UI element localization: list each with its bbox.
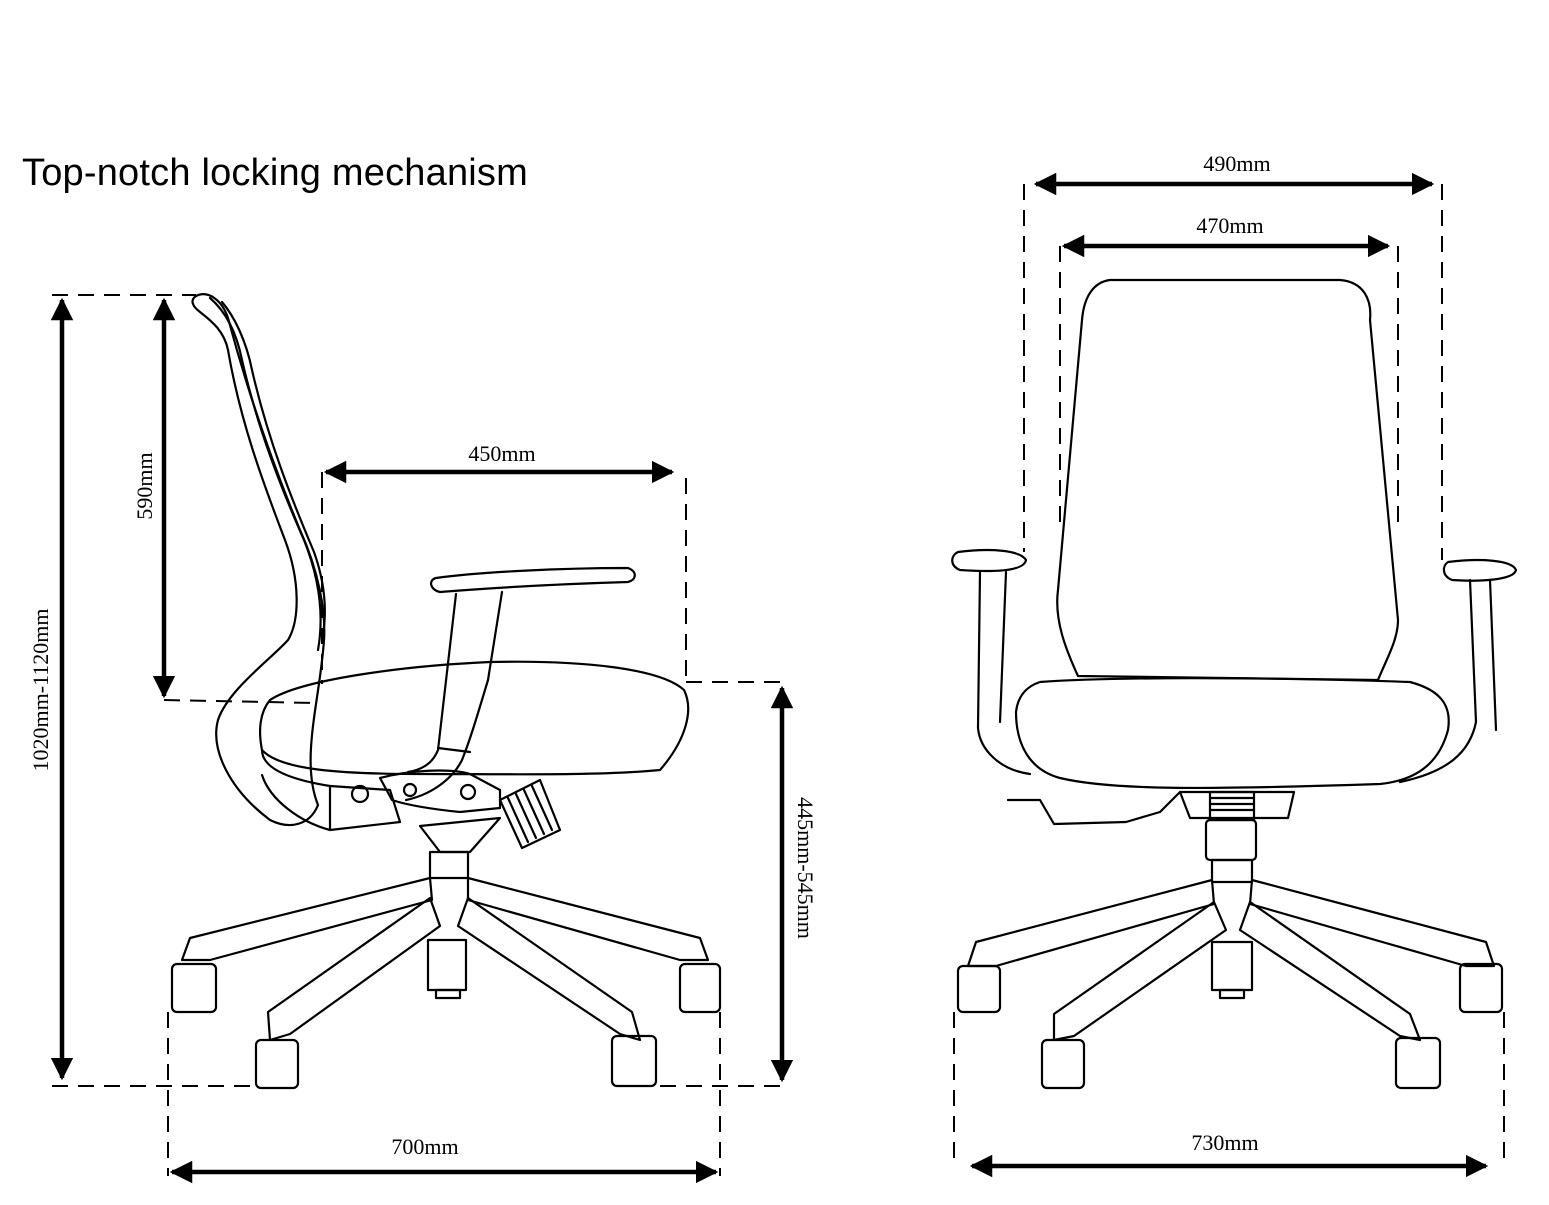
overall-width-label: 490mm bbox=[1203, 151, 1270, 176]
dimension-labels: 1020mm-1120mm 590mm 450mm 445mm-545mm 70… bbox=[28, 151, 1271, 1159]
front-view-chair bbox=[951, 278, 1518, 1090]
seat-depth-label: 450mm bbox=[468, 441, 535, 466]
backrest-height-label: 590mm bbox=[132, 452, 157, 519]
page-title: Top-notch locking mechanism bbox=[22, 152, 528, 194]
base-width-label: 730mm bbox=[1191, 1130, 1258, 1155]
base-depth-label: 700mm bbox=[391, 1134, 458, 1159]
dimension-arrows bbox=[50, 172, 1489, 1184]
side-view-chair bbox=[170, 293, 722, 1090]
backrest-width-label: 470mm bbox=[1196, 213, 1263, 238]
overall-height-label: 1020mm-1120mm bbox=[28, 609, 53, 772]
height-adjust-knob bbox=[498, 778, 562, 850]
seat-height-label: 445mm-545mm bbox=[793, 797, 818, 939]
dimension-guides bbox=[52, 184, 1505, 1176]
